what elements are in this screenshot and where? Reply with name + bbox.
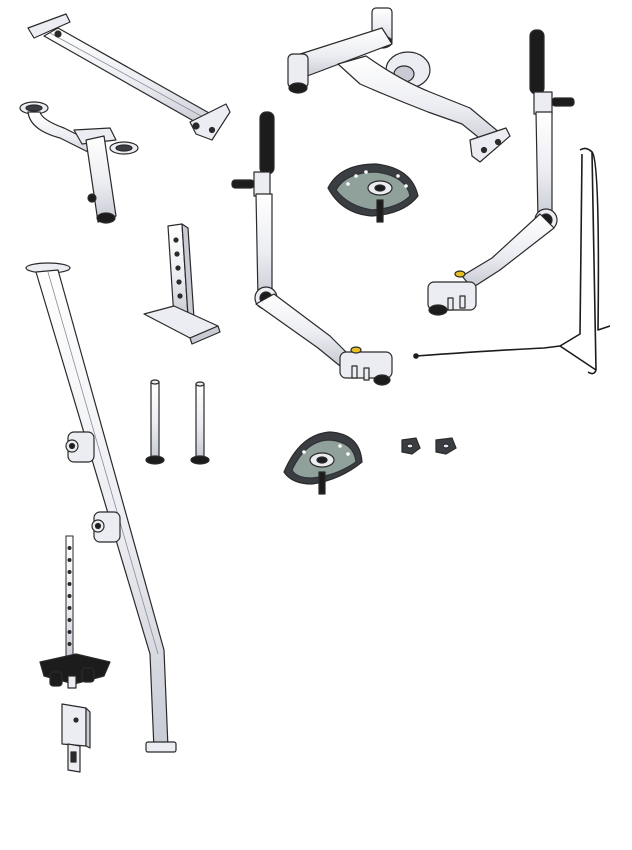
- pin-left: [145, 379, 165, 465]
- weight-carriage: [39, 653, 111, 689]
- adjustment-post: [143, 223, 221, 345]
- selector-rod: [65, 535, 74, 665]
- pin-right: [190, 381, 210, 465]
- nut-left: [401, 437, 421, 455]
- bottom-bracket: [61, 703, 91, 773]
- top-crossbar: [27, 13, 231, 141]
- seat-back-frame: [287, 7, 511, 163]
- upper-cam-plate: [327, 163, 419, 223]
- yoke-bracket: [19, 101, 139, 224]
- nut-right: [435, 437, 457, 455]
- long-upright: [25, 262, 177, 753]
- right-lever-arm: [427, 29, 575, 316]
- lower-cam-plate: [283, 431, 363, 495]
- left-lever-arm: [231, 111, 393, 386]
- cable-assembly: [413, 147, 611, 375]
